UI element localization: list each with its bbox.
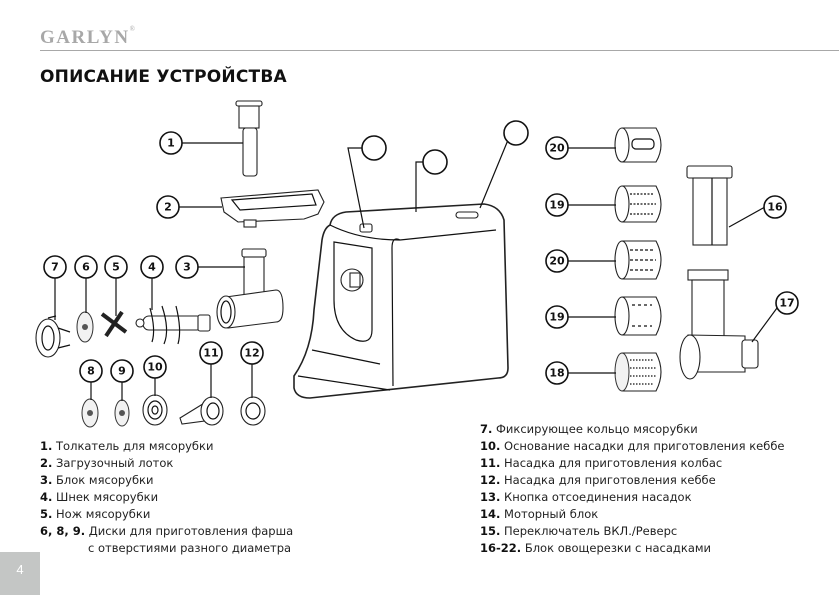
callout-19a: 19: [545, 193, 569, 217]
legend-item: 7. Фиксирующее кольцо мясорубки: [480, 422, 698, 436]
callout-15: [503, 120, 529, 146]
brand-name: GARLYN: [40, 27, 130, 48]
part-auger: [135, 305, 211, 345]
part-locking-ring: [35, 315, 71, 358]
part-sausage-nozzle: [179, 396, 224, 426]
svg-text:18: 18: [549, 367, 564, 380]
callout-6: 6: [74, 255, 98, 279]
svg-text:10: 10: [147, 361, 163, 374]
page-title: ОПИСАНИЕ УСТРОЙСТВА: [40, 67, 287, 87]
svg-text:11: 11: [203, 347, 218, 360]
part-grinder-body: [216, 248, 284, 329]
callout-18: 18: [545, 361, 569, 385]
header-divider: [40, 50, 839, 51]
svg-text:5: 5: [112, 261, 120, 274]
callout-17: 17: [775, 291, 799, 315]
callout-20a: 20: [545, 136, 569, 160]
part-drum-19b: [614, 296, 662, 336]
legend-item-continuation: с отверстиями разного диаметра: [88, 541, 292, 555]
legend-item: 4. Шнек мясорубки: [40, 490, 159, 504]
svg-text:17: 17: [779, 297, 794, 310]
callout-12: 12: [240, 341, 264, 365]
svg-text:9: 9: [118, 365, 126, 378]
callout-13: [361, 135, 387, 161]
callout-2: 2: [156, 195, 180, 219]
callout-4: 4: [140, 255, 164, 279]
legend-left: 1. Толкатель для мясорубки 2. Загрузочны…: [40, 438, 293, 557]
part-feeding-tray: [220, 189, 325, 228]
svg-text:20: 20: [549, 142, 565, 155]
svg-text:1: 1: [167, 137, 175, 150]
svg-text:20: 20: [549, 255, 565, 268]
part-pusher: [235, 100, 263, 177]
part-knife: [100, 310, 128, 338]
callout-1: 1: [159, 131, 183, 155]
part-motor-block: [293, 203, 509, 399]
svg-text:6: 6: [82, 261, 90, 274]
callout-5: 5: [104, 255, 128, 279]
svg-text:12: 12: [244, 347, 259, 360]
callout-10: 10: [143, 355, 167, 379]
callout-11: 11: [199, 341, 223, 365]
part-disc-9: [114, 399, 130, 427]
svg-text:4: 4: [148, 261, 156, 274]
legend-item: 10. Основание насадки для приготовления …: [480, 439, 785, 453]
legend-item: 11. Насадка для приготовления колбас: [480, 456, 723, 470]
svg-text:19: 19: [549, 311, 564, 324]
legend-item: 6, 8, 9. Диски для приготовления фарша: [40, 524, 294, 538]
callout-7: 7: [43, 255, 67, 279]
part-kebbe-nozzle: [240, 396, 266, 426]
legend-item: 15. Переключатель ВКЛ./Реверс: [480, 524, 678, 538]
legend-item: 2. Загрузочный лоток: [40, 456, 174, 470]
part-kebbe-base: [142, 394, 168, 426]
callout-9: 9: [110, 359, 134, 383]
part-disc-6: [76, 311, 94, 343]
svg-text:2: 2: [164, 201, 172, 214]
svg-text:3: 3: [183, 261, 191, 274]
callout-20b: 20: [545, 249, 569, 273]
part-drum-20a: [614, 127, 662, 163]
callout-3: 3: [175, 255, 199, 279]
part-disc-8: [81, 398, 99, 428]
legend-item: 3. Блок мясорубки: [40, 473, 154, 487]
legend-right: 7. Фиксирующее кольцо мясорубки 10. Осно…: [480, 421, 785, 557]
part-slicer-pusher: [686, 165, 733, 246]
svg-text:8: 8: [87, 365, 95, 378]
callout-8: 8: [79, 359, 103, 383]
callout-14: [422, 149, 448, 175]
callout-19b: 19: [545, 305, 569, 329]
svg-text:16: 16: [767, 201, 783, 214]
part-slicer-body: [679, 269, 759, 380]
callout-16: 16: [763, 195, 787, 219]
registered-mark: ®: [129, 25, 137, 33]
legend-item: 1. Толкатель для мясорубки: [40, 439, 214, 453]
part-drum-20b: [614, 240, 662, 280]
part-drum-18: [614, 352, 662, 392]
svg-text:19: 19: [549, 199, 564, 212]
legend-item: 12. Насадка для приготовления кеббе: [480, 473, 716, 487]
leader-lines: [54, 139, 778, 401]
legend-item: 5. Нож мясорубки: [40, 507, 151, 521]
brand-logo: GARLYN®: [40, 25, 137, 49]
page-number: 4: [0, 552, 40, 595]
part-drum-19a: [614, 185, 662, 223]
svg-text:7: 7: [51, 261, 59, 274]
legend-item: 13. Кнопка отсоединения насадок: [480, 490, 692, 504]
legend-item: 14. Моторный блок: [480, 507, 599, 521]
legend-item: 16-22. Блок овощерезки с насадками: [480, 541, 712, 555]
